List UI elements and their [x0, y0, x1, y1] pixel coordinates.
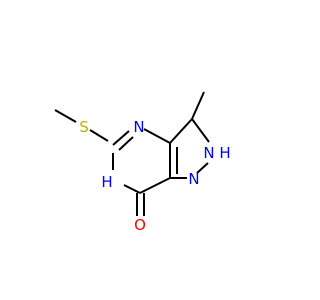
background — [0, 0, 300, 300]
atom-hydrogen-on-n6: H — [101, 173, 112, 191]
atom-nitrogen-n4: N — [133, 118, 144, 136]
bond-c3-ch3 — [191, 91, 205, 120]
bond-c3a-c3 — [169, 118, 193, 144]
atom-oxygen: O — [134, 216, 146, 234]
bond-c7a-c7 — [139, 177, 171, 194]
bond-c3-n2 — [191, 118, 210, 143]
atom-sulfur: S — [79, 118, 89, 136]
bond-ch3-s — [54, 109, 77, 123]
bond-c7-n6 — [123, 184, 141, 194]
bond-n2-n1 — [196, 162, 209, 174]
bond-s-c5 — [89, 129, 109, 142]
atom-nitrogen-n1: N — [188, 170, 199, 188]
atom-hydrogen-on-n2: H — [219, 144, 230, 162]
atom-nitrogen-n2: N — [203, 144, 214, 162]
molecule-diagram: S N N H N H O — [0, 0, 300, 300]
bond-c5-n4-b — [118, 136, 134, 151]
bond-c5-n4-a — [112, 130, 130, 146]
bonds — [54, 91, 210, 216]
bond-n4-c3a — [143, 128, 171, 144]
